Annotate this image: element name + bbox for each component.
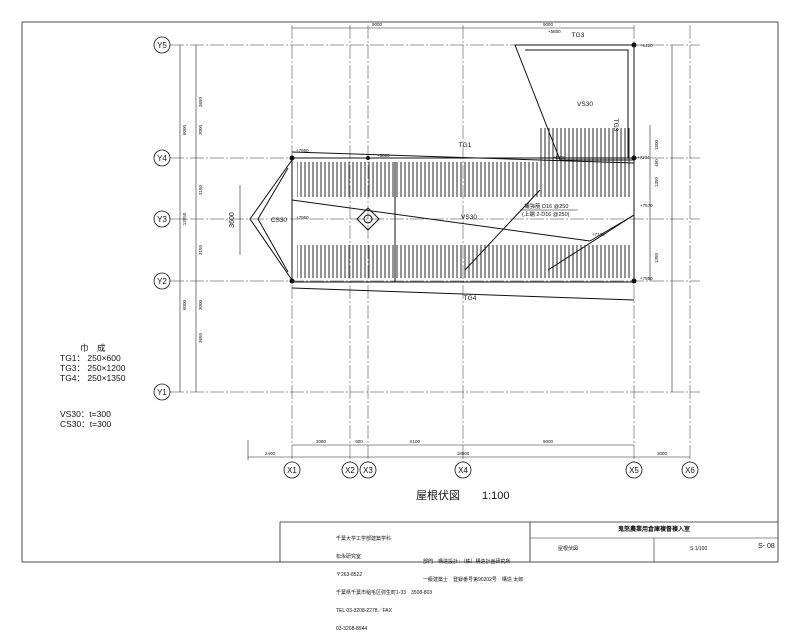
grid-bubble-x6 [681,461,699,479]
dim-left: 3000 [198,124,203,135]
dim-bottom: 3000 [657,451,668,456]
legend-heading: 巾 成 [80,343,106,353]
grid-bubble-y5 [153,36,171,54]
dim-left: 3650 [198,96,203,107]
dim-right: 450 [654,159,659,167]
legend-item: TG4： 250×1350 [60,373,126,383]
grid-label-y4: Y4 [157,154,167,163]
dim-bottom: 900 [355,439,363,444]
slab-hatch-top [540,128,630,162]
grid-label-x4: X4 [458,466,468,475]
slab-hatch-lower [297,245,630,278]
grid-bubble-y1 [153,383,171,401]
grid-label-x3: X3 [363,466,373,475]
dim-3600: 3600 [229,212,236,228]
grid-bubble-y4 [153,149,171,167]
legend-slab: VS30：t=300 [60,409,111,419]
grid-bubble-x4 [454,461,472,479]
elevation-label: +5800 [553,155,566,160]
elevation-label: +7570 [640,203,653,208]
grid-bubble-x1 [283,461,301,479]
grid-bubble-x3 [359,461,377,479]
dim-bottom: 9000 [543,439,554,444]
member-legend: 巾 成 TG1： 250×600 TG3： 250×1200 TG4： 250×… [60,343,125,429]
drawing-title: 屋根伏図 1:100 [416,487,532,503]
elevation-label: +5800 [548,29,561,34]
dept-line: 一級建築士 登録番号第90202号 構造 太郎 [423,577,524,583]
dim-bottom: 5100 [410,439,421,444]
member-tg3-side: TG3 [612,119,619,132]
grid-label-x1: X1 [287,466,297,475]
elevation-label: +7950 [640,276,653,281]
org-line: TEL 03-3208-2278／FAX [336,608,392,614]
dim-top: 9000 [543,22,554,27]
grid-label-y3: Y3 [157,215,167,224]
member-tg1: TG1 [459,142,472,149]
dim-top: 9000 [372,22,383,27]
elevation-label: +7204 [637,155,650,160]
dim-left: 3000 [198,299,203,310]
dim-left-outer: 13650 [182,212,187,225]
grid-label-x2: X2 [345,466,355,475]
title-block-org: 千葉大学工学部建築学科 松永研究室 〒263-8522 千葉県千葉市稲毛区弥生町… [336,524,432,638]
grid-bubble-y3 [153,210,171,228]
legend-slab: CS30：t=300 [60,419,112,429]
dim-right: 1500 [654,139,659,150]
grid-label-y2: Y2 [157,277,167,286]
sheet-name: 屋根伏図 [558,546,579,552]
legend-item: TG1： 250×600 [60,353,121,363]
dept-line: 部門 構造設計：（株）構造計画研究所 [423,559,511,565]
org-line: 03-3208-8944 [336,626,368,632]
dim-bottom: 3080 [316,439,327,444]
elevation-label: +5800 [377,153,390,158]
dim-left: 3650 [198,332,203,343]
elevation-label: +6450 [640,43,653,48]
slab-vs30: VS30 [461,214,477,221]
org-line: 千葉大学工学部建築学科 [336,536,392,542]
grid-label-y1: Y1 [157,388,167,397]
rebar-note: (上端 2-D16 @250) [522,210,570,218]
grid-bubble-y2 [153,272,171,290]
sheet-scale: S:1/100 [690,546,708,552]
sheet-border [21,21,779,563]
dim-right: 1350 [654,252,659,263]
grid-label-y5: Y5 [157,41,167,50]
drawing-scale: 1:100 [482,490,510,502]
legend-item: TG3： 250×1200 [60,363,126,373]
elevation-label: +7950 [296,215,309,220]
elevation-label: +7130 [592,232,605,237]
org-line: 〒263-8522 [336,572,363,578]
column-markers [289,42,637,284]
org-line: 松永研究室 [336,554,362,560]
title-block-dept: 部門 構造設計：（株）構造計画研究所 一級建築士 登録番号第90202号 構造 … [423,547,523,589]
dim-bottom: 2400 [265,451,276,456]
project-name: 鬼怒農業用倉庫複督複入室 [617,527,690,533]
slab-vs30-upper: VS30 [577,101,593,108]
dim-left: 3150 [198,184,203,195]
dim-left: 3150 [198,244,203,255]
dim-left-outer: 6000 [182,124,187,135]
roof-structure [249,44,635,301]
dimension-lines [179,27,690,460]
dim-right: 1350 [654,176,659,187]
dim-bottom: 18000 [457,451,470,456]
dim-left-outer: 6000 [182,299,187,310]
grid-label-x6: X6 [685,466,695,475]
rebar-note: 補強筋 D16 @250 [524,202,568,210]
grid-bubble-x5 [625,461,643,479]
drawing-title-text: 屋根伏図 [416,490,460,502]
member-tg4: TG4 [464,295,477,302]
slab-cs30: CS30 [271,217,288,224]
grid-bubble-x2 [341,461,359,479]
member-tg3-top: TG3 [572,32,585,39]
grid-label-x5: X5 [629,466,639,475]
sheet-number: S- 08 [758,543,775,550]
roof-plan-drawing: X1 X2 X3 X4 X5 X6 Y5 Y4 Y3 Y2 Y1 9000 90… [21,21,779,563]
grid-lines [170,25,700,462]
elevation-label: +7950 [296,148,309,153]
org-line: 千葉県千葉市稲毛区弥生町1-33 3508-803 [336,590,433,596]
slab-hatch-upper [297,162,630,197]
